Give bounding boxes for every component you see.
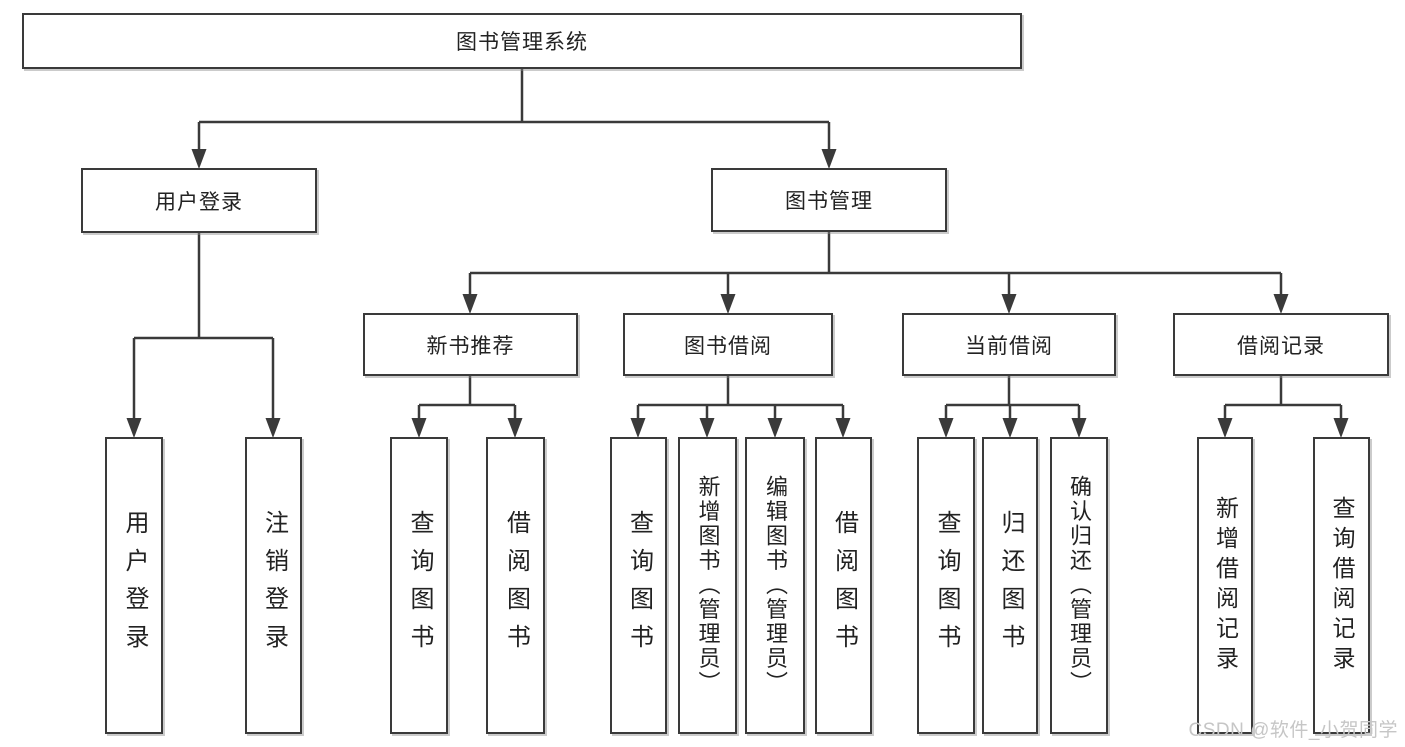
node-book-borrowing: 图书借阅: [623, 313, 833, 376]
node-label: 用户登录: [155, 190, 243, 214]
leaf-borrow-books: 借阅图书: [815, 437, 872, 734]
node-book-management: 图书管理: [711, 168, 947, 232]
leaf-add-borrow-record: 新增借阅记录: [1197, 437, 1253, 734]
node-user-login: 用户登录: [81, 168, 317, 233]
leaf-label: 借阅图书: [830, 509, 858, 662]
leaf-label: 查询图书: [625, 509, 653, 662]
leaf-label: 用户登录: [121, 509, 148, 662]
leaf-logout: 注销登录: [245, 437, 302, 734]
leaf-label: 查询借阅记录: [1329, 495, 1355, 676]
node-current-borrowing: 当前借阅: [902, 313, 1116, 376]
leaf-borrow-books-recommend: 借阅图书: [486, 437, 545, 734]
leaf-label: 新增图书（管理员）: [695, 475, 721, 696]
node-label: 图书借阅: [684, 334, 772, 358]
node-new-book-recommend: 新书推荐: [363, 313, 578, 376]
leaf-label: 查询图书: [933, 509, 960, 662]
leaf-return-books: 归还图书: [982, 437, 1038, 734]
leaf-confirm-return-admin: 确认归还（管理员）: [1050, 437, 1108, 734]
leaf-label: 归还图书: [997, 509, 1024, 662]
leaf-user-login: 用户登录: [105, 437, 163, 734]
node-label: 新书推荐: [426, 334, 515, 358]
leaf-edit-books-admin: 编辑图书（管理员）: [745, 437, 805, 734]
leaf-query-books-borrow: 查询图书: [610, 437, 667, 734]
node-borrowing-records: 借阅记录: [1173, 313, 1389, 376]
node-label: 借阅记录: [1237, 334, 1325, 358]
leaf-label: 借阅图书: [502, 509, 530, 662]
leaf-query-books-recommend: 查询图书: [390, 437, 448, 734]
leaf-label: 注销登录: [260, 509, 288, 662]
node-book-management-system: 图书管理系统: [22, 13, 1022, 69]
leaf-label: 编辑图书（管理员）: [763, 475, 788, 696]
leaf-label: 确认归还（管理员）: [1067, 475, 1092, 696]
leaf-add-books-admin: 新增图书（管理员）: [678, 437, 737, 734]
leaf-query-books-current: 查询图书: [917, 437, 975, 734]
leaf-query-borrow-record: 查询借阅记录: [1313, 437, 1370, 734]
node-label: 图书管理: [785, 190, 873, 213]
leaf-label: 新增借阅记录: [1212, 495, 1239, 676]
csdn-watermark: CSDN @软件_小贺同学: [1188, 720, 1398, 741]
leaf-label: 查询图书: [406, 509, 433, 662]
node-label: 当前借阅: [965, 334, 1053, 358]
node-label: 图书管理系统: [456, 31, 588, 54]
